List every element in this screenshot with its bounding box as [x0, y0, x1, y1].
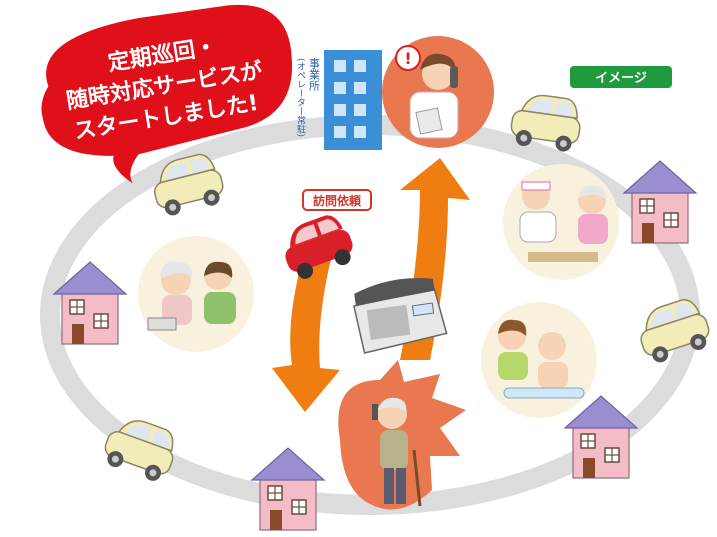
house-icon-right-upper: [623, 160, 697, 244]
care-vignette-left: [138, 236, 254, 352]
house-icon-bottom: [251, 447, 325, 531]
arrow-down: [272, 250, 340, 412]
office-building-icon: [324, 50, 382, 150]
request-label-box: 訪問依頼: [302, 189, 372, 211]
exclamation-icon: !: [395, 45, 421, 71]
phone-icon: [353, 277, 448, 354]
house-icon-right-lower: [564, 395, 638, 479]
request-label: 訪問依頼: [313, 193, 362, 208]
care-vignette-right-upper: [503, 164, 619, 280]
office-sublabel: (オペレーター常駐): [295, 58, 306, 137]
care-vignette-bottom: [338, 360, 466, 510]
image-badge: イメージ: [570, 66, 672, 88]
svg-text:!: !: [404, 49, 411, 68]
car-icon-red: [285, 215, 353, 279]
office-label: 事業所: [308, 58, 321, 92]
care-vignette-right-lower: [481, 302, 597, 418]
image-badge-label: イメージ: [595, 71, 647, 86]
car-icon-top-right: [508, 90, 585, 155]
headline-bubble: 定期巡回・ 随時対応サービスが スタートしました!: [41, 4, 293, 184]
